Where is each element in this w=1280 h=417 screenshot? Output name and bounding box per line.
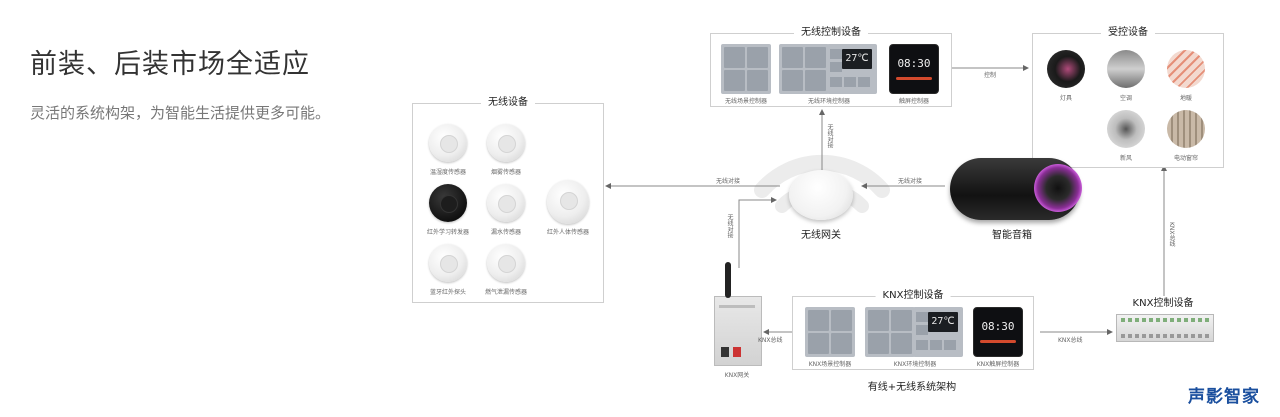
knx-environment-switch-left-icon [865, 307, 915, 357]
wireless-gateway-icon [789, 170, 853, 220]
environment-switch-left-icon [779, 44, 829, 94]
speaker-label: 智能音箱 [992, 230, 1032, 241]
knx-scene-switch-icon [805, 307, 855, 357]
wireless-link-label: 无线对接 [898, 178, 923, 185]
knx-actuator-module-icon [1116, 314, 1214, 342]
device-label: 蓝牙红外探头 [429, 289, 467, 296]
water-leak-sensor-icon [487, 184, 525, 222]
device-label: 电动窗帘 [1173, 155, 1199, 162]
knx-device-label: KNX控制设备 [1132, 298, 1194, 309]
knx-touchscreen-time: 08:30 [981, 320, 1015, 333]
device-label: 空调 [1119, 95, 1133, 102]
controlled-devices-title: 受控设备 [1101, 26, 1155, 40]
environment-controller-icon: 27℃ [827, 44, 877, 94]
wireless-devices-panel: 无线设备 温湿度传感器 烟雾传感器 红外学习转发器 漏水传感器 红外人体传感器 … [412, 96, 604, 303]
curtain-icon [1167, 110, 1205, 148]
wireless-devices-title: 无线设备 [481, 96, 535, 110]
temperature-humidity-sensor-icon [429, 124, 467, 162]
lamp-icon [1047, 50, 1085, 88]
device-label: 灯具 [1059, 95, 1073, 102]
wireless-link-label: 无线对接 [716, 178, 741, 185]
knx-control-title: KNX控制设备 [875, 289, 951, 303]
smart-speaker-icon [950, 158, 1082, 220]
device-label: 红外人体传感器 [546, 229, 590, 236]
device-label: KNX场景控制器 [808, 361, 852, 368]
controlled-devices-panel: 受控设备 灯具 空调 地暖 新风 电动窗帘 [1032, 26, 1224, 168]
knx-control-panel: KNX控制设备 KNX场景控制器 27℃ KNX环境控制器 08:30 KNX触… [792, 289, 1034, 370]
page-title: 前装、后装市场全适应 [30, 49, 310, 80]
device-label: 无线场景控制器 [724, 98, 768, 105]
device-label: 触屏控制器 [898, 98, 930, 105]
device-label: 燃气泄漏传感器 [484, 289, 528, 296]
wireless-link-label: 无线对接 [826, 124, 833, 148]
touchscreen-controller-icon: 08:30 [889, 44, 939, 94]
knx-bus-label: KNX总线 [758, 337, 783, 344]
brand-logo: 声影智家 [1188, 387, 1260, 407]
wireless-link-label: 无线对接 [726, 214, 733, 238]
device-label: 红外学习转发器 [426, 229, 470, 236]
device-label: 新风 [1119, 155, 1133, 162]
fresh-air-icon [1107, 110, 1145, 148]
knx-thermostat-display: 27℃ [928, 312, 958, 332]
device-label: 漏水传感器 [490, 229, 522, 236]
gas-leak-sensor-icon [487, 244, 525, 282]
gateway-label: 无线网关 [801, 230, 841, 241]
human-body-sensor-icon [547, 180, 589, 224]
wireless-control-panel: 无线控制设备 无线场景控制器 27℃ 无线环境控制器 08:30 触屏控制器 [710, 26, 952, 107]
device-label: 温湿度传感器 [429, 169, 467, 176]
architecture-label: 有线+无线系统架构 [867, 382, 957, 393]
knx-bus-label: KNX总线 [1058, 337, 1083, 344]
smoke-sensor-icon [487, 124, 525, 162]
scene-switch-icon [721, 44, 771, 94]
knx-touchscreen-controller-icon: 08:30 [973, 307, 1023, 357]
knx-environment-controller-icon: 27℃ [913, 307, 963, 357]
floor-heating-icon [1167, 50, 1205, 88]
knx-bus-label: KNX总线 [1168, 222, 1175, 247]
page-subtitle: 灵活的系统构架，为智能生活提供更多可能。 [30, 104, 331, 122]
thermostat-display: 27℃ [842, 49, 872, 69]
control-label: 控制 [984, 72, 997, 79]
knx-gateway-label: KNX网关 [724, 372, 750, 379]
bluetooth-ir-probe-icon [429, 244, 467, 282]
device-label: KNX触屏控制器 [976, 361, 1020, 368]
device-label: 无线环境控制器 [807, 98, 851, 105]
touchscreen-time: 08:30 [897, 57, 931, 70]
wireless-control-title: 无线控制设备 [794, 26, 868, 40]
ir-transponder-icon [429, 184, 467, 222]
antenna-icon [725, 262, 731, 298]
device-label: 烟雾传感器 [490, 169, 522, 176]
device-label: KNX环境控制器 [893, 361, 937, 368]
air-conditioner-icon [1107, 50, 1145, 88]
device-label: 地暖 [1179, 95, 1193, 102]
knx-gateway-icon [714, 296, 762, 366]
